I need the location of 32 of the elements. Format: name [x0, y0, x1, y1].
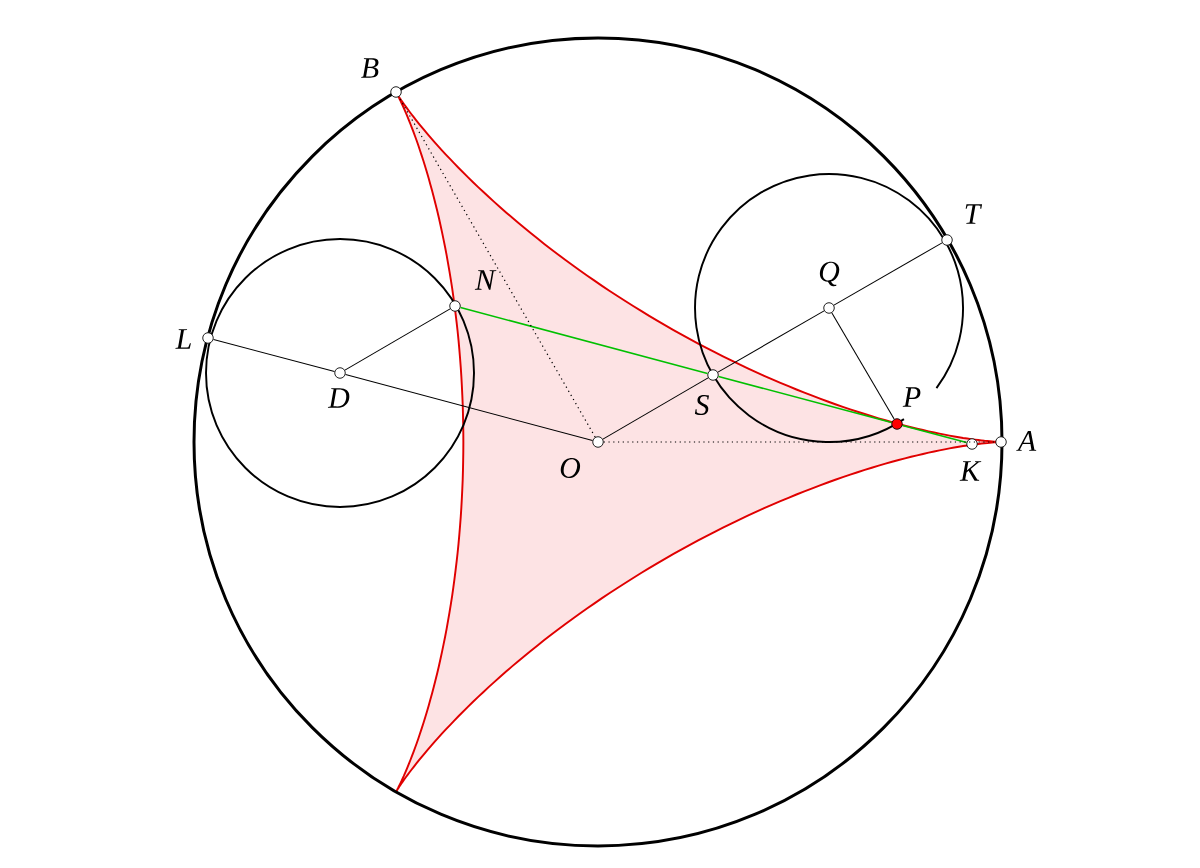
labeled-point: P: [891, 387, 921, 430]
labeled-point: K: [959, 438, 982, 481]
labeled-point: T: [941, 204, 983, 246]
node-label: L: [175, 329, 191, 349]
line-segment: [213, 338, 335, 373]
line-segment: [833, 242, 943, 306]
line-segment: [717, 310, 825, 373]
labeled-point: D: [327, 367, 350, 408]
node-label: N: [474, 270, 497, 290]
node-label: T: [965, 204, 983, 224]
node-label: B: [361, 58, 379, 78]
line-segment: [602, 377, 709, 440]
labeled-point: N: [449, 270, 497, 312]
node-label: Q: [819, 261, 840, 287]
labeled-point: A: [995, 431, 1037, 451]
node-label: D: [327, 388, 350, 408]
node-label: S: [694, 394, 710, 416]
node-label: P: [902, 387, 921, 407]
line-segment: [459, 306, 709, 375]
labeled-point: S: [694, 369, 719, 416]
line-segment: [344, 308, 451, 371]
node-label: O: [560, 457, 581, 479]
labeled-point: B: [361, 58, 402, 98]
labeled-point: O: [560, 436, 604, 479]
line-segment: [901, 424, 968, 444]
line-segment: [717, 375, 893, 424]
node-label: A: [1016, 431, 1037, 451]
labeled-point: Q: [819, 261, 840, 314]
labeled-point: L: [175, 329, 214, 349]
node-label: K: [959, 461, 982, 481]
line-segment: [831, 312, 895, 420]
line-segment: [345, 373, 593, 442]
